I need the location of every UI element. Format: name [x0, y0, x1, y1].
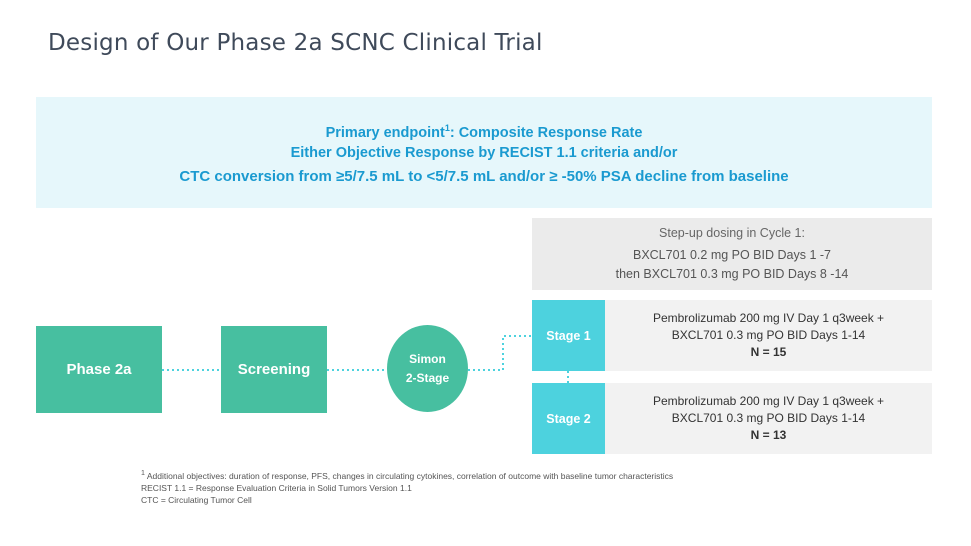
stage-2-regimen-line-2: BXCL701 0.3 mg PO BID Days 1-14 [671, 411, 866, 425]
footnote-1-marker: 1 [141, 469, 145, 477]
stage-1-regimen: Pembrolizumab 200 mg IV Day 1 q3week + B… [605, 300, 932, 371]
simon-label-2: 2-Stage [405, 370, 450, 385]
dosing-heading: Step-up dosing in Cycle 1: [659, 226, 805, 240]
simon-label-1: Simon [409, 351, 446, 366]
stage-2-regimen-line-1: Pembrolizumab 200 mg IV Day 1 q3week + [652, 394, 885, 408]
footnote-1-text: Additional objectives: duration of respo… [144, 470, 674, 481]
stage-1-box: Stage 1 [532, 300, 605, 371]
stage-2-regimen: Pembrolizumab 200 mg IV Day 1 q3week + B… [605, 383, 932, 454]
phase-2a-box: Phase 2a [36, 326, 162, 413]
stage-2-n: N = 13 [750, 428, 787, 442]
primary-endpoint-banner: Primary endpoint1: Composite Response Ra… [36, 97, 932, 208]
stage-2-label: Stage 2 [546, 411, 591, 426]
stage-1-regimen-line-1: Pembrolizumab 200 mg IV Day 1 q3week + [652, 311, 885, 325]
endpoint-line-3: CTC conversion from ≥5/7.5 mL to <5/7.5 … [179, 168, 789, 186]
endpoint-label: Primary endpoint [325, 124, 445, 141]
stage-1-n: N = 15 [750, 345, 787, 359]
footnote-marker: 1 [444, 122, 450, 133]
phase-label: Phase 2a [66, 361, 132, 378]
page-title: Design of Our Phase 2a SCNC Clinical Tri… [48, 30, 543, 56]
endpoint-line-1: Primary endpoint1: Composite Response Ra… [326, 118, 643, 144]
dosing-line-2: then BXCL701 0.3 mg PO BID Days 8 -14 [615, 267, 849, 281]
stage-1-regimen-line-2: BXCL701 0.3 mg PO BID Days 1-14 [671, 328, 866, 342]
screening-box: Screening [221, 326, 327, 413]
simon-2-stage-circle: Simon 2-Stage [387, 325, 468, 412]
dosing-line-1: BXCL701 0.2 mg PO BID Days 1 -7 [632, 248, 831, 262]
endpoint-line-2: Either Objective Response by RECIST 1.1 … [290, 145, 678, 162]
stage-1-label: Stage 1 [546, 328, 591, 343]
footnote-1: 1 Additional objectives: duration of res… [141, 467, 673, 482]
step-up-dosing-box: Step-up dosing in Cycle 1: BXCL701 0.2 m… [532, 218, 932, 290]
connector-simon-stage1 [468, 335, 532, 371]
screening-label: Screening [237, 361, 311, 378]
footnotes: 1 Additional objectives: duration of res… [141, 467, 673, 506]
footnote-3: CTC = Circulating Tumor Cell [141, 494, 252, 505]
endpoint-title: : Composite Response Rate [449, 124, 643, 141]
stage-2-box: Stage 2 [532, 383, 605, 454]
footnote-2: RECIST 1.1 = Response Evaluation Criteri… [141, 482, 412, 493]
